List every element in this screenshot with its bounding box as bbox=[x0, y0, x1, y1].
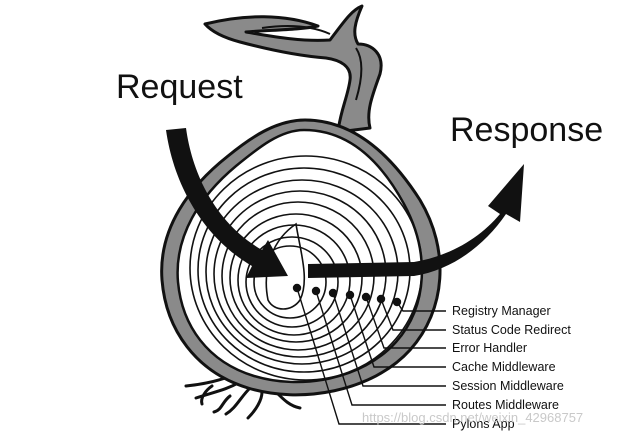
response-label: Response bbox=[450, 111, 603, 149]
layer-leader-line-3 bbox=[365, 296, 446, 349]
watermark-text: https://blog.csdn.net/weixin_42968757 bbox=[362, 410, 583, 425]
layer-label-6: Routes Middleware bbox=[452, 398, 559, 412]
layer-leader-line-1 bbox=[396, 301, 446, 312]
layer-leader-line-5 bbox=[332, 292, 446, 387]
layer-label-5: Session Middleware bbox=[452, 379, 564, 393]
onion-cross-section-icon bbox=[160, 4, 442, 420]
curved-arrow-up-right-icon bbox=[308, 164, 524, 278]
layer-leader-line-7 bbox=[296, 287, 446, 425]
curved-arrow-down-icon bbox=[166, 128, 288, 278]
layer-leader-line-4 bbox=[349, 294, 446, 368]
layer-label-3: Error Handler bbox=[452, 341, 527, 355]
layer-leader-line-2 bbox=[380, 298, 446, 331]
layer-label-2: Status Code Redirect bbox=[452, 323, 571, 337]
layer-label-4: Cache Middleware bbox=[452, 360, 556, 374]
layer-label-1: Registry Manager bbox=[452, 304, 551, 318]
layer-label-7: Pylons App bbox=[452, 417, 515, 431]
layer-leader-line-6 bbox=[315, 290, 446, 406]
request-label: Request bbox=[116, 68, 243, 106]
onion-stalk bbox=[203, 4, 383, 134]
